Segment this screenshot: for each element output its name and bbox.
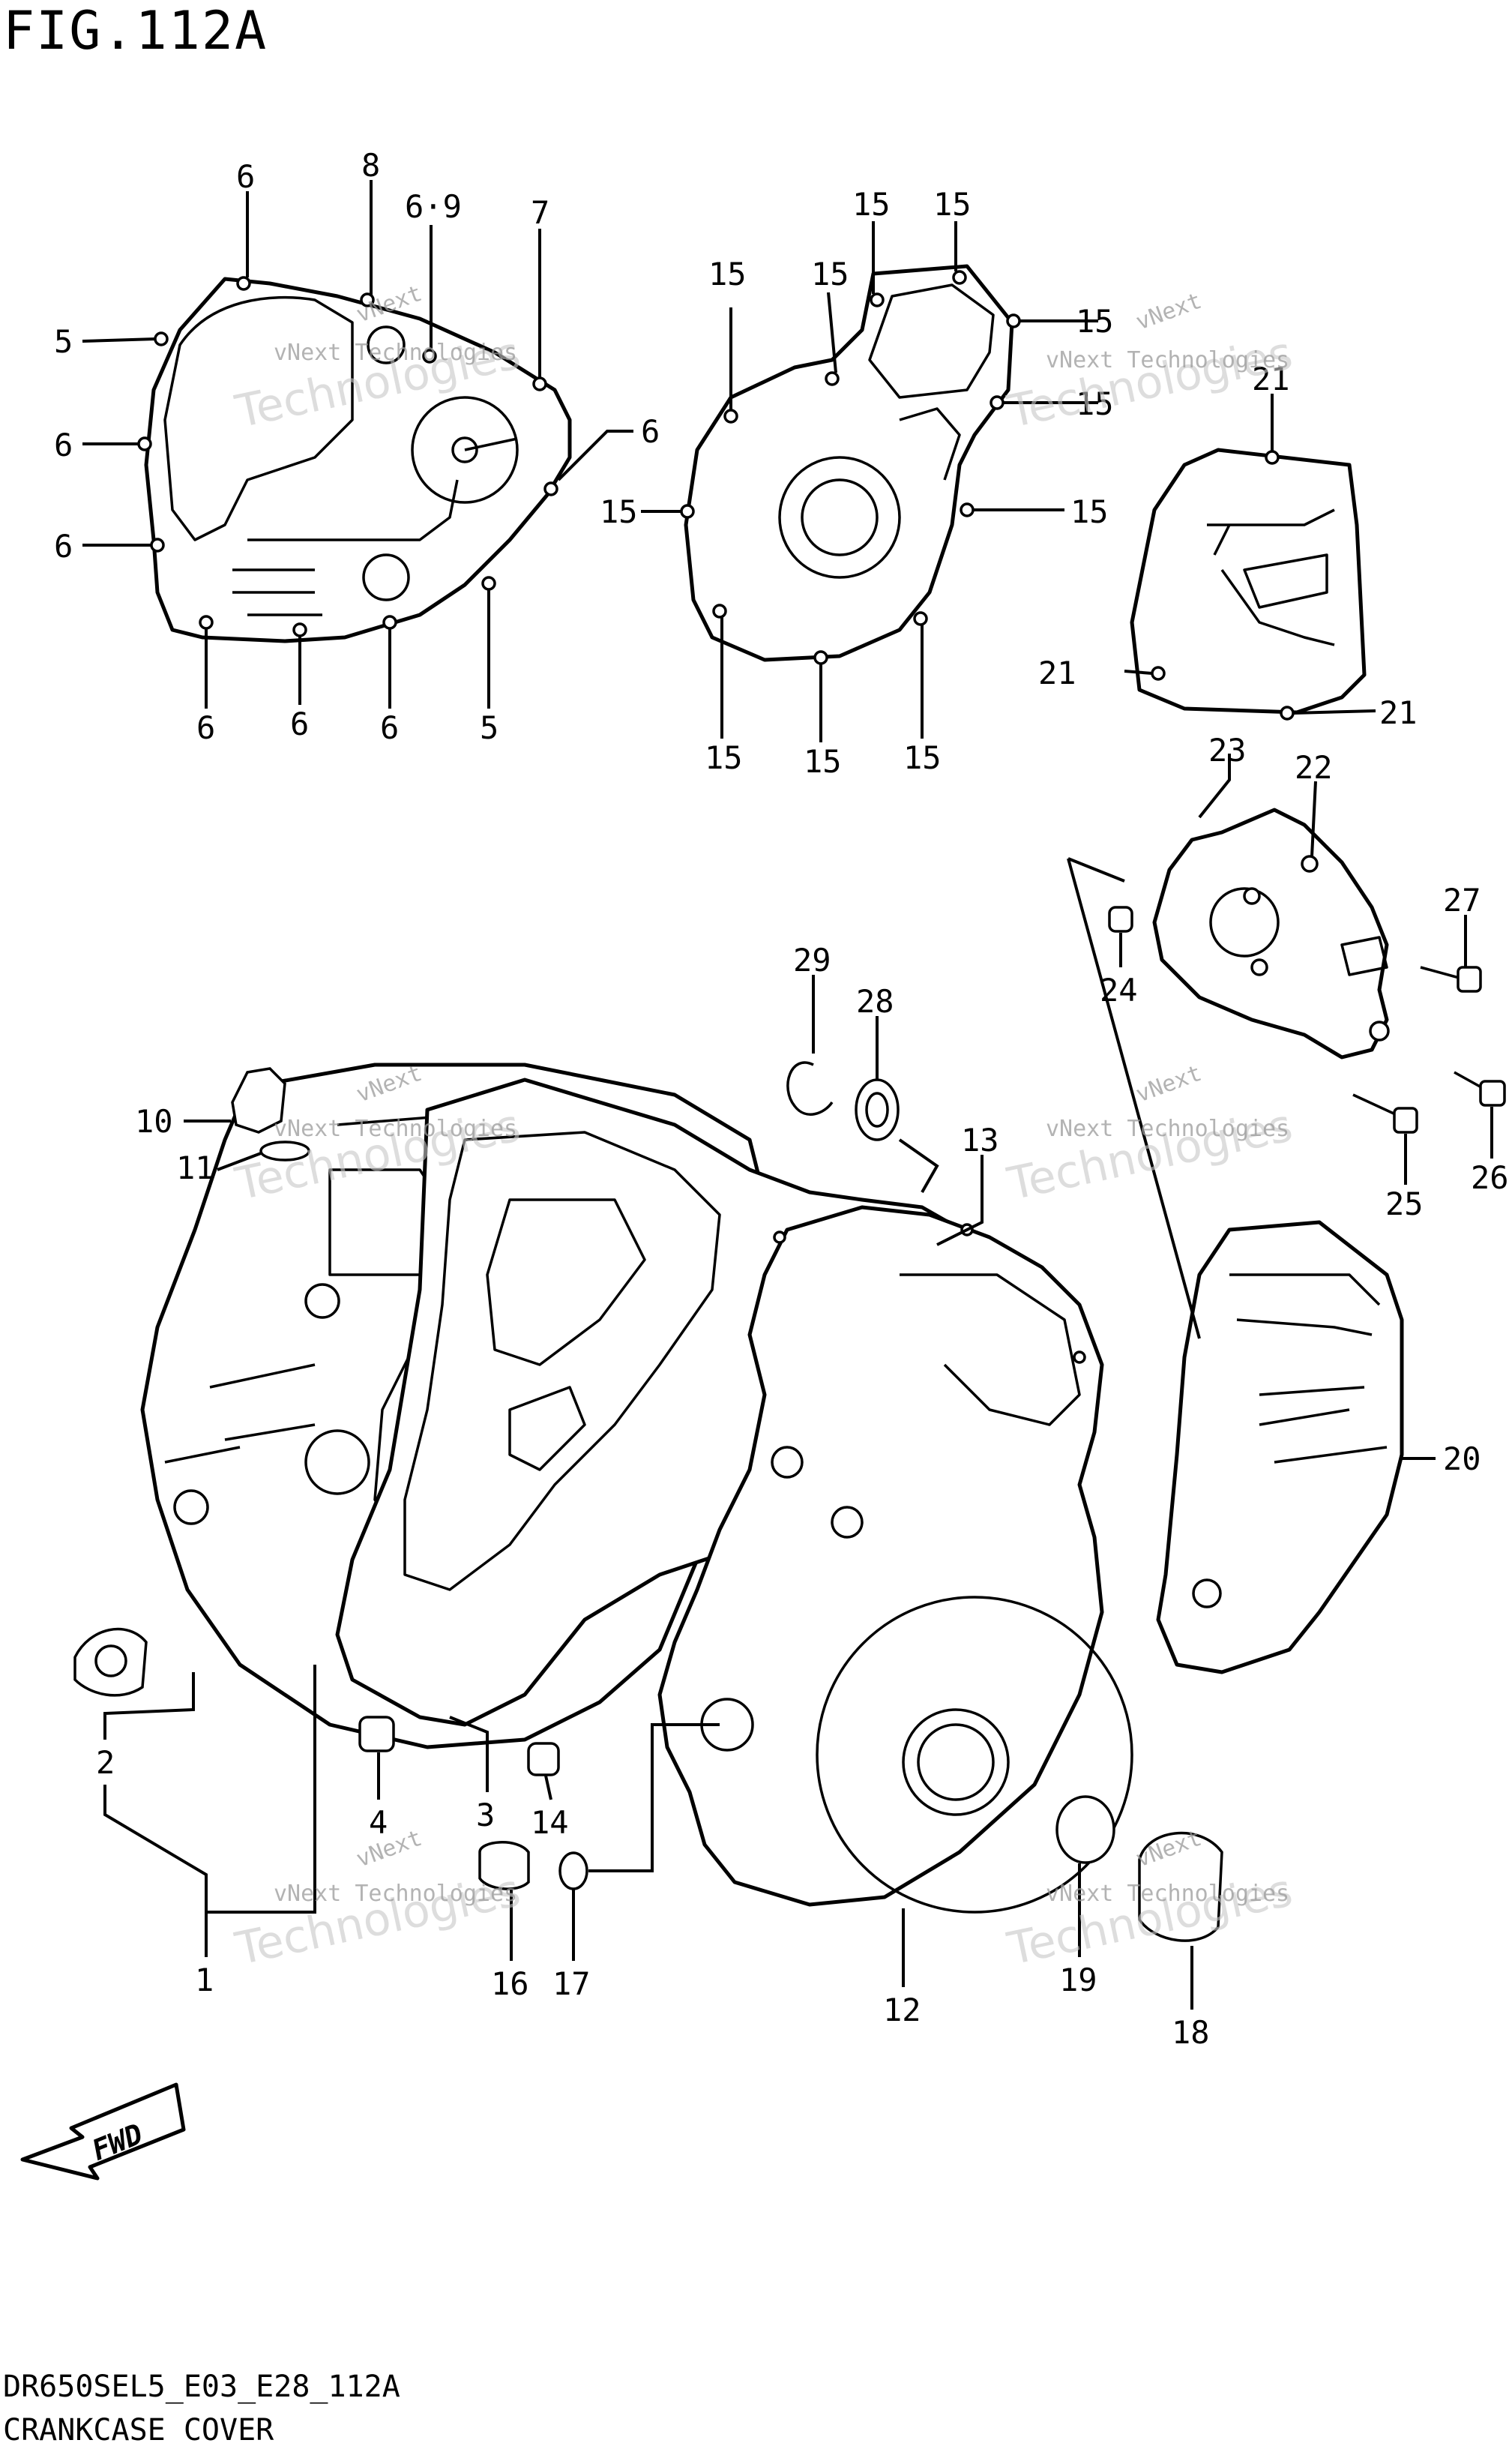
callout-13: 13 (961, 1122, 999, 1159)
callout-21: 21 (1379, 694, 1418, 731)
callout-15: 15 (705, 739, 743, 776)
callout-15: 15 (903, 739, 942, 776)
callout-4: 4 (369, 1804, 388, 1841)
callout-6: 6 (236, 158, 255, 195)
callout-6: 6 (196, 709, 215, 746)
callout-6: 6 (290, 706, 309, 742)
callout-6-9: 6·9 (405, 188, 462, 225)
fwd-arrow-icon: FWD (20, 2082, 186, 2181)
watermark-small: vNext Technologies (1046, 347, 1289, 373)
callout-17: 17 (552, 1965, 591, 2002)
callout-20: 20 (1443, 1440, 1481, 1477)
watermark-small: vNext Technologies (274, 1116, 517, 1142)
callout-5: 5 (480, 709, 499, 746)
callout-15: 15 (1076, 385, 1114, 422)
callout-21: 21 (1252, 361, 1290, 397)
watermark-overlay: vNext (1133, 1060, 1205, 1108)
watermark-overlay: vNext (353, 1825, 426, 1873)
chain-cover (1156, 1220, 1404, 1674)
callout-18: 18 (1172, 2014, 1210, 2051)
callout-28: 28 (856, 983, 894, 1020)
watermark-small: vNext Technologies (1046, 1881, 1289, 1907)
callout-26: 26 (1471, 1159, 1509, 1196)
callout-23: 23 (1208, 732, 1247, 769)
watermark-large: Technologies (1003, 327, 1298, 439)
generator-cover (680, 264, 1021, 665)
callout-12: 12 (883, 1992, 921, 2028)
callout-2: 2 (96, 1744, 115, 1781)
sprocket-cover (1130, 448, 1367, 721)
callout-8: 8 (361, 147, 380, 184)
model-code: DR650SEL5_E03_E28_112A (3, 2370, 400, 2404)
callout-6: 6 (54, 427, 73, 463)
watermark-small: vNext Technologies (1046, 1116, 1289, 1142)
callout-15: 15 (1076, 303, 1114, 340)
watermark-overlay: vNext (1133, 288, 1205, 336)
watermark-small: vNext Technologies (274, 1881, 517, 1907)
bolts-25-26-27 (1352, 966, 1506, 1134)
callout-15: 15 (811, 256, 849, 292)
callout-3: 3 (476, 1797, 495, 1833)
callout-15: 15 (600, 493, 638, 530)
small-parts (231, 1061, 1223, 1942)
callout-19: 19 (1059, 1962, 1097, 1998)
clutch-release-cover (1108, 808, 1390, 1060)
callout-15: 15 (852, 186, 891, 223)
callout-27: 27 (1443, 882, 1481, 919)
section-name: CRANKCASE COVER (3, 2413, 274, 2448)
callout-21: 21 (1038, 655, 1076, 691)
callout-16: 16 (491, 1965, 529, 2002)
watermark-small: vNext Technologies (274, 340, 517, 366)
callout-11: 11 (176, 1150, 214, 1186)
leader-lines (82, 180, 1493, 2010)
callout-7: 7 (531, 194, 549, 231)
callout-10: 10 (135, 1103, 173, 1140)
callout-22: 22 (1295, 749, 1333, 786)
clutch-cover (137, 276, 572, 643)
right-crankcase-cover (657, 1205, 1133, 1914)
callout-24: 24 (1100, 972, 1138, 1009)
callout-15: 15 (708, 256, 747, 292)
callout-15: 15 (804, 743, 842, 780)
callout-29: 29 (793, 942, 831, 979)
callout-6: 6 (380, 709, 399, 746)
callout-5: 5 (54, 323, 73, 360)
callout-25: 25 (1385, 1186, 1424, 1222)
callout-1: 1 (195, 1962, 214, 1998)
callout-6: 6 (641, 413, 660, 450)
callout-15: 15 (933, 186, 972, 223)
figure-title: FIG.112A (3, 0, 268, 61)
callout-6: 6 (54, 528, 73, 565)
callout-15: 15 (1070, 493, 1109, 530)
callout-labels: 6 8 6·9 7 5 6 6 6 6 6 6 5 15 15 15 15 15… (54, 147, 1509, 2051)
callout-14: 14 (531, 1804, 569, 1841)
